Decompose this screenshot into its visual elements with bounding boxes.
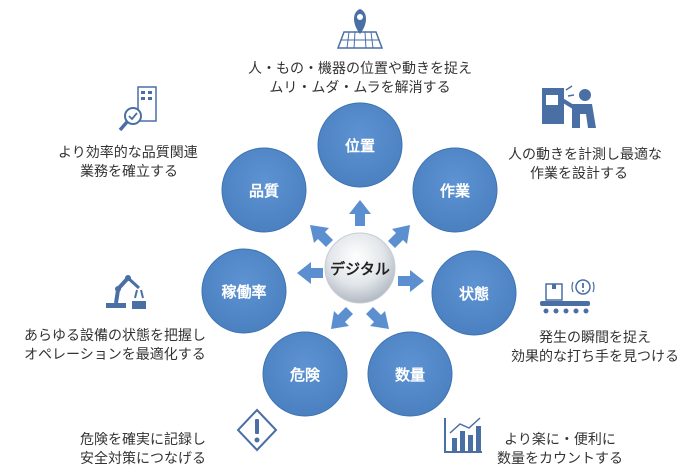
note-state-line2: 効果的な打ち手を見つける: [511, 349, 679, 365]
note-quantity-line2: 数量をカウントする: [497, 451, 623, 467]
worker-machine-icon: [542, 85, 596, 128]
hub: デジタル: [324, 232, 396, 304]
node-label-work: 作業: [440, 182, 471, 200]
arrow-to-quality: [310, 225, 333, 247]
arrow-to-state: [398, 270, 424, 292]
node-label-position: 位置: [345, 137, 375, 155]
note-state-line1: 発生の瞬間を捉え: [539, 330, 651, 346]
note-quantity: より楽に・便利に 数量をカウントする: [485, 431, 635, 469]
warning-icon: [236, 408, 278, 452]
note-position-line1: 人・もの・機器の位置や動きを捉え: [248, 61, 472, 77]
node-label-quality: 品質: [249, 182, 279, 200]
note-operation-line1: あらゆる設備の状態を把握し: [24, 328, 206, 344]
note-danger: 危険を確実に記録し 安全対策につなげる: [80, 431, 206, 469]
note-quantity-line1: より楽に・便利に: [504, 432, 616, 448]
node-state: 状態: [431, 250, 517, 336]
note-state: 発生の瞬間を捉え 効果的な打ち手を見つける: [510, 329, 680, 367]
note-position-line2: ムリ・ムダ・ムラを解消する: [269, 80, 451, 96]
note-danger-line2: 安全対策につなげる: [80, 451, 206, 467]
node-label-quantity: 数量: [395, 366, 425, 384]
node-operation: 稼働率: [201, 248, 287, 334]
quality-inspection-icon: [118, 86, 157, 132]
bar-chart-icon: [444, 417, 482, 453]
node-position: 位置: [317, 102, 403, 188]
note-quality-line2: 業務を確立する: [80, 164, 178, 180]
arrows: [297, 200, 424, 329]
note-danger-line1: 危険を確実に記録し: [80, 432, 206, 448]
note-work-line1: 人の動きを計測し最適な: [508, 147, 662, 163]
node-quantity: 数量: [367, 331, 453, 417]
node-label-state: 状態: [459, 285, 489, 303]
arrow-to-position: [349, 200, 371, 226]
note-work: 人の動きを計測し最適な 作業を設計する: [508, 146, 662, 184]
note-operation-line2: オペレーションを最適化する: [24, 347, 206, 363]
note-position: 人・もの・機器の位置や動きを捉え ムリ・ムダ・ムラを解消する: [220, 60, 500, 98]
conveyor-alert-icon: [540, 279, 595, 314]
arrow-to-operation: [297, 262, 323, 284]
map-pin-grid-icon: [336, 9, 384, 49]
node-danger: 危険: [262, 331, 348, 417]
arrow-to-work: [388, 225, 410, 248]
note-work-line2: 作業を設計する: [530, 166, 628, 182]
arrow-to-quantity: [366, 307, 389, 329]
note-quality: より効率的な品質関連 業務を確立する: [58, 144, 198, 182]
node-work: 作業: [412, 147, 498, 233]
node-label-danger: 危険: [290, 366, 321, 384]
hub-label: デジタル: [330, 260, 390, 278]
note-operation: あらゆる設備の状態を把握し オペレーションを最適化する: [24, 327, 206, 365]
note-quality-line1: より効率的な品質関連: [58, 145, 198, 161]
node-quality: 品質: [221, 147, 307, 233]
arrow-to-danger: [331, 307, 353, 329]
robot-arm-icon: [106, 275, 146, 309]
node-label-operation: 稼働率: [221, 283, 266, 301]
